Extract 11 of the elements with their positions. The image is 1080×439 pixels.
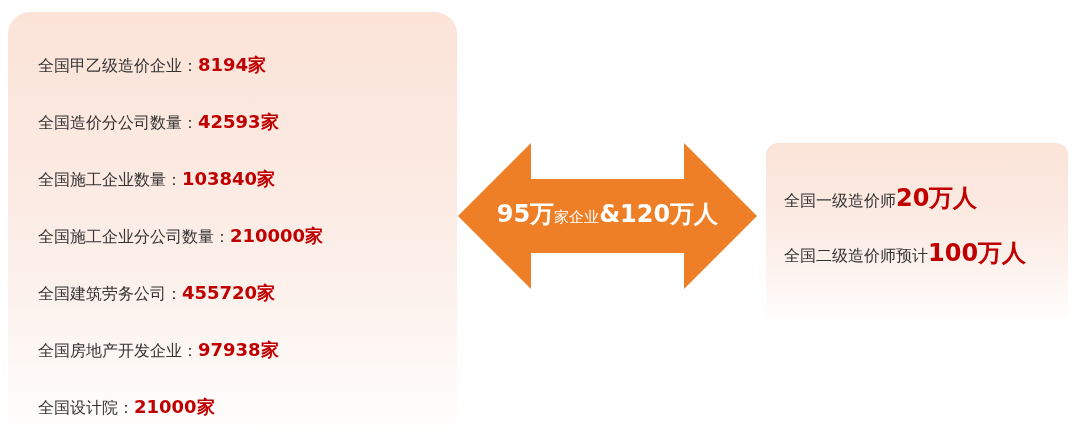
statistic-text: 全国造价分公司数量：42593家 bbox=[38, 111, 280, 134]
edge-label: 95万家企业&120万人 bbox=[496, 199, 719, 230]
statistic-text: 全国房地产开发企业：97938家 bbox=[38, 339, 280, 362]
statistic-text: 全国甲乙级造价企业：8194家 bbox=[38, 54, 268, 77]
statistic-text: 全国施工企业数量：103840家 bbox=[38, 168, 277, 191]
statistic-text: 全国建筑劳务公司：455720家 bbox=[38, 282, 277, 305]
statistic-text: 全国设计院：21000家 bbox=[38, 396, 216, 419]
statistic-text: 全国施工企业分公司数量：210000家 bbox=[38, 225, 325, 248]
double-arrow bbox=[458, 143, 757, 289]
statistic-text: 全国一级造价师20万人 bbox=[784, 187, 979, 212]
statistic-text: 全国二级造价师预计100万人 bbox=[784, 242, 1028, 267]
